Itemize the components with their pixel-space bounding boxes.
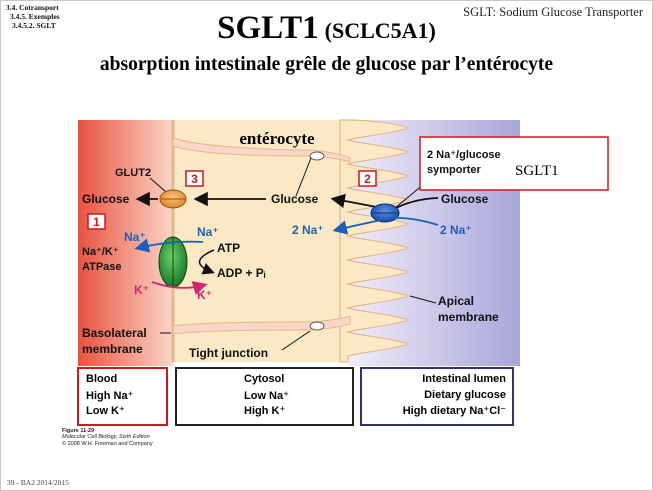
atp-arrow (198, 249, 215, 275)
title-main: SGLT1 (217, 10, 319, 46)
pump-label-line1: Na⁺/K⁺ (82, 246, 119, 258)
legend-cytosol-title: Cytosol (244, 373, 285, 385)
sglt1-tag: SGLT1 (515, 163, 559, 179)
legend-blood-line2: Low K⁺ (86, 405, 125, 417)
breadcrumb-level-1: 3.4. Cotransport (6, 3, 59, 12)
breadcrumb-level-3: 3.4.5.2. SGLT (12, 21, 56, 30)
symporter-label-line2: symporter (427, 164, 482, 176)
slide-footer: 39 - BA2 2014/2015 (7, 478, 69, 487)
symporter-callout-box (419, 136, 609, 191)
basolateral-label-line2: membrane (82, 342, 143, 356)
apical-label-line1: Apical (438, 294, 474, 308)
pump-label-line2: ATPase (82, 261, 122, 273)
tight-junction-leader (281, 330, 311, 351)
blood-region (78, 120, 173, 366)
legend-lumen-line2: High dietary Na⁺Cl⁻ (402, 405, 506, 417)
legend-lumen: Intestinal lumen Dietary glucose High di… (360, 367, 514, 426)
breadcrumb-level-2: 3.4.5. Exemples (10, 12, 60, 21)
tight-junction-bottom (309, 321, 325, 331)
legend-cytosol-line2: High K⁺ (244, 405, 286, 417)
figure-number: Figure 11-29 (62, 428, 95, 434)
apical-label-line2: membrane (438, 310, 499, 324)
glut2-label: GLUT2 (115, 167, 151, 179)
step-3-label: 3 (191, 172, 198, 186)
intercellular-space-top (172, 137, 351, 163)
na-cytosol-label: Na⁺ (197, 225, 219, 239)
tight-junction-top (309, 151, 325, 161)
page-subtitle: absorption intestinale grêle de glucose … (99, 54, 554, 75)
legend-lumen-title: Intestinal lumen (422, 373, 506, 385)
enterocyte-cells (173, 120, 348, 362)
glucose-cytosol: Glucose (271, 192, 319, 206)
glucose-blood: Glucose (82, 192, 130, 206)
legend-blood-title: Blood (86, 373, 118, 385)
na-right-label: 2 Na⁺ (440, 223, 472, 237)
step-2-label: 2 (364, 172, 371, 186)
corner-label: SGLT: Sodium Glucose Transporter (463, 5, 643, 19)
legend-cytosol-line1: Low Na⁺ (244, 390, 289, 402)
atp-label: ATP (217, 241, 240, 255)
basolateral-label-line1: Basolateral (82, 326, 147, 340)
cell-label: entérocyte (239, 129, 315, 148)
figure-caption: Figure 11-29 Molecular Cell Biology, Six… (62, 428, 153, 447)
apical-leader (409, 295, 437, 304)
page-title: SGLT1(SCLC5A1) (0, 10, 653, 47)
k-blood-label: K⁺ (134, 283, 149, 297)
k-arrow-in (151, 281, 208, 295)
title-gene: (SCLC5A1) (324, 18, 436, 43)
k-cytosol-label: K⁺ (197, 288, 212, 302)
glucose-lumen: Glucose (441, 192, 489, 206)
microvilli (339, 119, 410, 363)
intercellular-space-bottom (172, 315, 351, 335)
tight-junction-label: Tight junction (189, 346, 268, 360)
legend-blood: Blood High Na⁺ Low K⁺ (77, 367, 168, 426)
legend-cytosol: Cytosol Low Na⁺ High K⁺ (175, 367, 354, 426)
na-arrow-in (332, 216, 439, 235)
step-1-label: 1 (93, 215, 100, 229)
legend-blood-line1: High Na⁺ (86, 390, 134, 402)
na-arrow-out (134, 238, 204, 253)
adp-label: ADP + Pᵢ (217, 266, 266, 280)
glut2-leader (149, 177, 167, 193)
figure-source: Molecular Cell Biology, Sixth Edition (62, 434, 150, 441)
tight-junction-top-leader (295, 157, 312, 197)
symporter-label-line1: 2 Na⁺/glucose (427, 149, 501, 161)
figure-copyright: © 2008 W.H. Freeman and Company (62, 440, 153, 447)
na-mid-label: 2 Na⁺ (292, 223, 324, 237)
legend-lumen-line1: Dietary glucose (424, 389, 506, 401)
na-blood-label: Na⁺ (124, 230, 146, 244)
